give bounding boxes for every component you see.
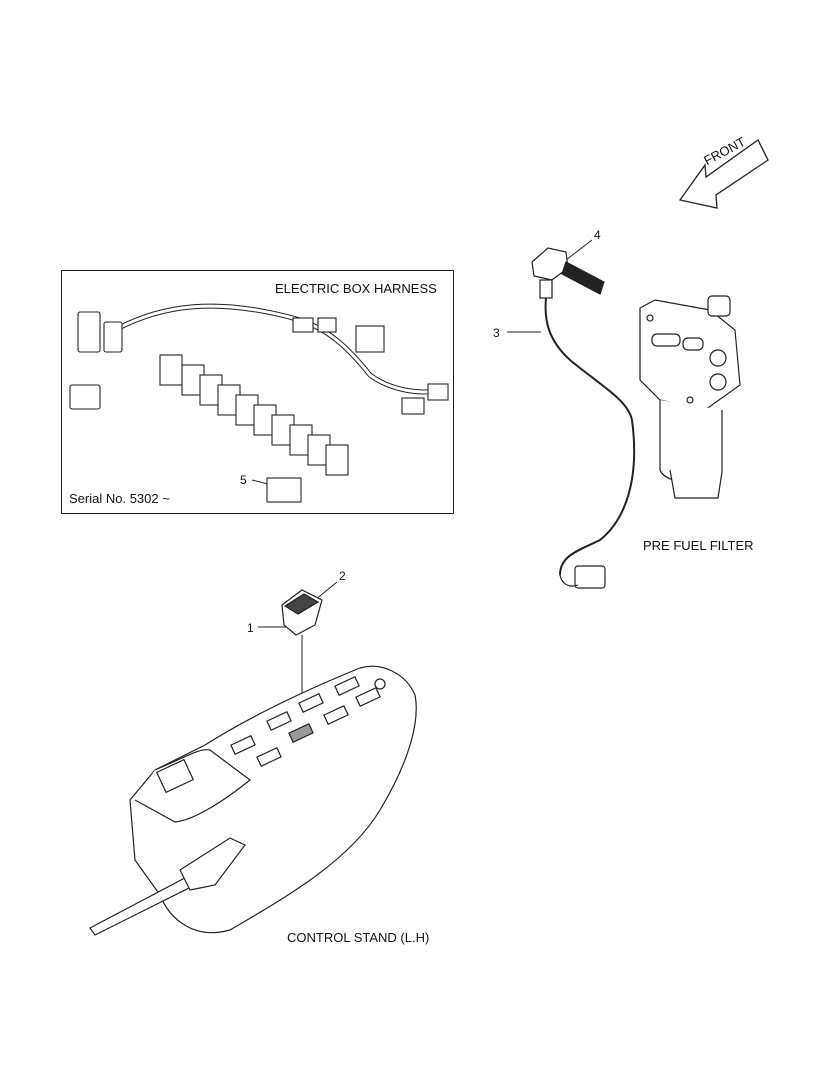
sensor-cable-icon bbox=[531, 247, 636, 589]
callout-4: 4 bbox=[594, 228, 601, 242]
callout-5: 5 bbox=[240, 473, 247, 487]
pre-fuel-filter-label: PRE FUEL FILTER bbox=[643, 538, 754, 553]
callout-3: 3 bbox=[493, 326, 500, 340]
electric-box-harness-inset bbox=[61, 270, 454, 514]
callout-1: 1 bbox=[247, 621, 254, 635]
pre-fuel-filter-icon bbox=[639, 295, 741, 499]
inset-title: ELECTRIC BOX HARNESS bbox=[275, 281, 437, 296]
callout-2: 2 bbox=[339, 569, 346, 583]
front-arrow-icon bbox=[678, 139, 769, 209]
serial-number: Serial No. 5302 ~ bbox=[69, 491, 170, 506]
control-stand-label: CONTROL STAND (L.H) bbox=[287, 930, 430, 945]
control-stand-icon bbox=[89, 665, 417, 936]
wire-harness-icon bbox=[69, 303, 449, 503]
rocker-switch-icon bbox=[281, 589, 323, 636]
